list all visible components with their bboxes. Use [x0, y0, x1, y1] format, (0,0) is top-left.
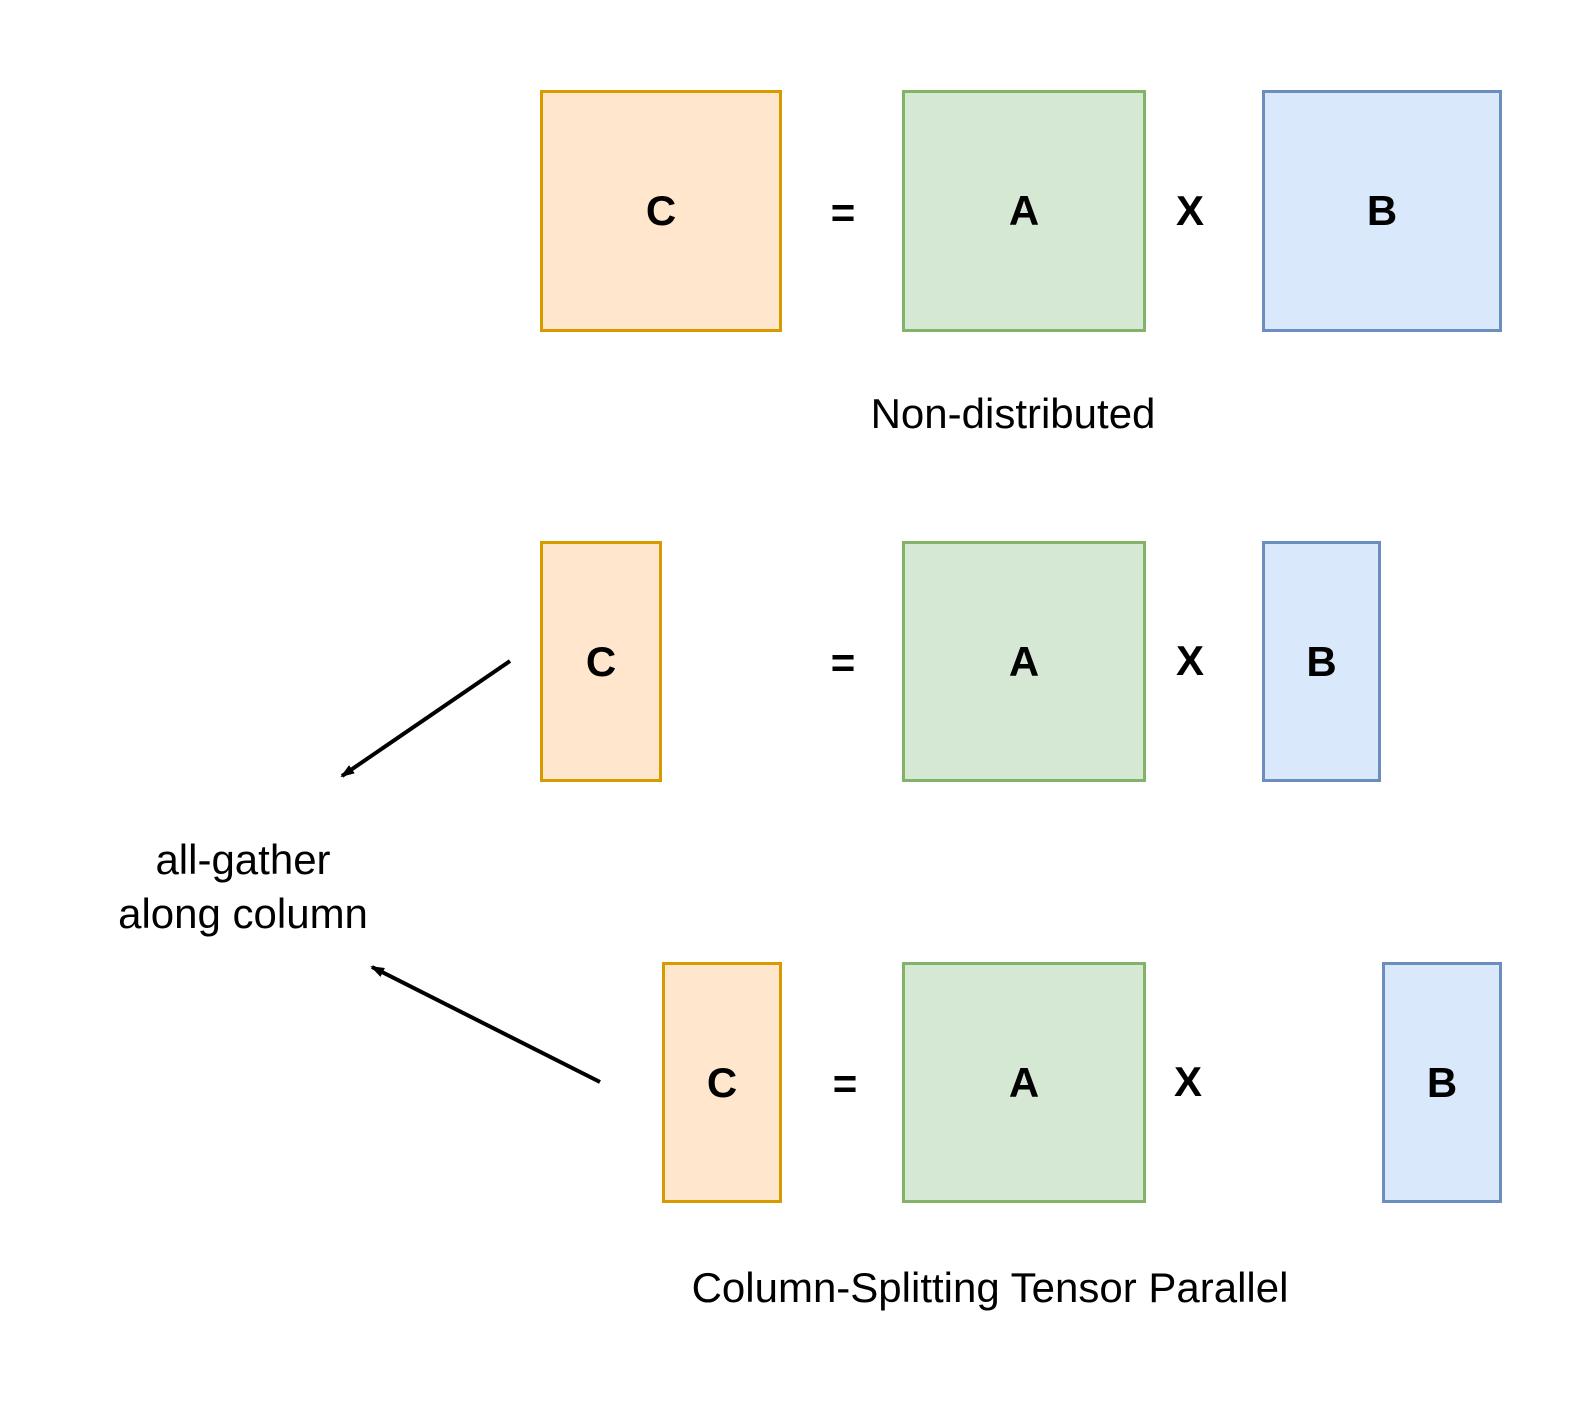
all-gather-annotation-line2: along column [118, 890, 368, 937]
all-gather-arrow-from-bottom-c [370, 965, 601, 1084]
matrix-a-replica-row2: A [902, 541, 1146, 782]
matrix-b-shard-right: B [1382, 962, 1502, 1203]
matrix-a-label: A [1008, 187, 1040, 234]
caption-non-distributed: Non-distributed [870, 390, 1156, 437]
multiply-sign-row1: X [1175, 187, 1205, 234]
equals-sign-row2: = [830, 639, 856, 686]
matrix-c-shard-left: C [540, 541, 662, 782]
matrix-b-label: B [1366, 187, 1398, 234]
matrix-a-label: A [1008, 637, 1040, 685]
matrix-c-full: C [540, 90, 782, 332]
matrix-a-label: A [1008, 1058, 1040, 1106]
matrix-c-label: C [706, 1058, 738, 1106]
matrix-a-full: A [902, 90, 1146, 332]
all-gather-arrow-from-middle-c [340, 659, 512, 778]
all-gather-annotation-line1: all-gather [155, 836, 331, 883]
equals-sign-row1: = [830, 189, 856, 236]
matrix-a-replica-row3: A [902, 962, 1146, 1203]
caption-column-splitting: Column-Splitting Tensor Parallel [691, 1264, 1289, 1311]
all-gather-annotation: all-gather along column [118, 833, 368, 941]
matrix-b-shard-left: B [1262, 541, 1381, 782]
multiply-sign-row3: X [1173, 1058, 1203, 1105]
multiply-sign-row2: X [1175, 637, 1205, 684]
matrix-b-label: B [1306, 637, 1337, 685]
matrix-c-shard-right: C [662, 962, 782, 1203]
matrix-c-label: C [585, 637, 617, 685]
equals-sign-row3: = [832, 1060, 858, 1107]
matrix-b-full: B [1262, 90, 1502, 332]
matrix-b-label: B [1426, 1058, 1458, 1106]
matrix-c-label: C [645, 187, 677, 234]
